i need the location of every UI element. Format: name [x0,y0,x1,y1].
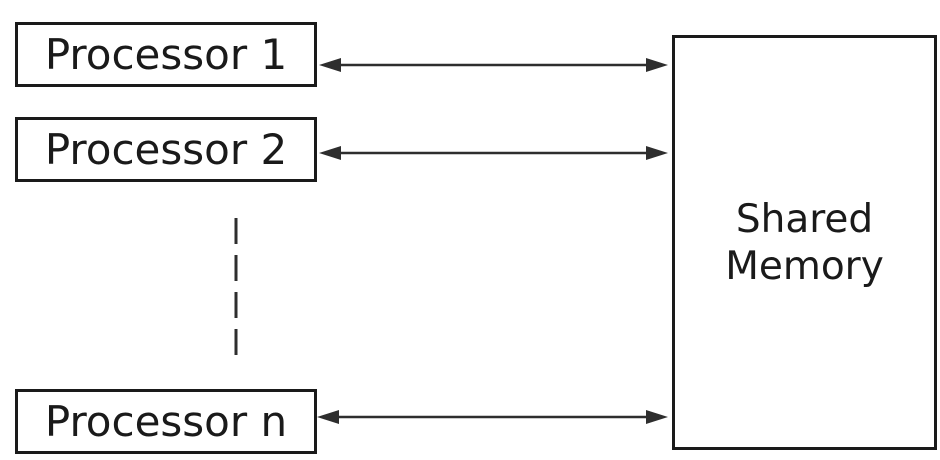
arrowhead-right-icon [646,146,668,160]
arrow-processor-n-memory [317,410,668,424]
arrowhead-right-icon [646,58,668,72]
processor-2-node: Processor 2 [15,117,317,182]
processor-1-node: Processor 1 [15,22,317,87]
shared-memory-node: Shared Memory [672,35,937,450]
arrow-processor-1-memory [319,58,668,72]
arrowhead-left-icon [317,410,339,424]
arrowhead-left-icon [319,58,341,72]
processor-n-label: Processor n [44,396,288,446]
arrowhead-right-icon [646,410,668,424]
processor-1-label: Processor 1 [44,29,288,79]
processor-n-node: Processor n [15,389,317,454]
arrow-processor-2-memory [319,146,668,160]
arrowhead-left-icon [319,146,341,160]
shared-memory-label: Shared Memory [725,196,884,289]
processor-2-label: Processor 2 [44,124,288,174]
